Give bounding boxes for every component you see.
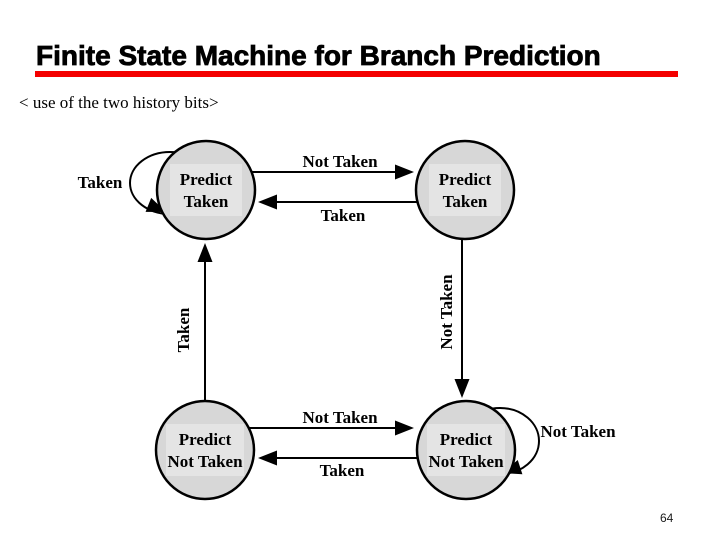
- state-label-top-right-line2: Taken: [443, 192, 488, 211]
- transition-label-top-back: Taken: [321, 206, 366, 225]
- transition-arrowhead-top-back: [258, 194, 277, 210]
- state-inner-box-bottom-right: [427, 424, 505, 476]
- transition-arrowhead-bottom-back: [258, 450, 277, 466]
- state-label-bottom-left-line1: Predict: [179, 430, 232, 449]
- state-label-top-left-line1: Predict: [180, 170, 233, 189]
- transition-label-bottom-back: Taken: [320, 461, 365, 480]
- state-inner-box-top-left: [170, 164, 242, 216]
- state-label-top-left-line2: Taken: [184, 192, 229, 211]
- slide-title: Finite State Machine for Branch Predicti…: [36, 40, 602, 72]
- self-loop-label-bottom-right: Not Taken: [540, 422, 616, 441]
- page-number: 64: [660, 511, 674, 525]
- transition-arrowhead-top-forward: [395, 164, 414, 180]
- transition-arrowhead-bottom-forward: [395, 420, 414, 436]
- transition-arrowhead-left-up: [197, 243, 213, 262]
- transition-label-right-down: Not Taken: [437, 274, 456, 350]
- transition-label-bottom-forward: Not Taken: [302, 408, 378, 427]
- state-label-bottom-left-line2: Not Taken: [167, 452, 243, 471]
- transition-label-top-forward: Not Taken: [302, 152, 378, 171]
- transition-arrowhead-right-down: [454, 379, 470, 398]
- state-inner-box-top-right: [429, 164, 501, 216]
- transition-label-left-up: Taken: [174, 307, 193, 352]
- state-inner-box-bottom-left: [166, 424, 244, 476]
- state-label-bottom-right-line2: Not Taken: [428, 452, 504, 471]
- slide-subtitle: < use of the two history bits>: [19, 93, 219, 112]
- state-label-top-right-line1: Predict: [439, 170, 492, 189]
- title-underline-bar: [35, 71, 678, 77]
- self-loop-label-top-left: Taken: [78, 173, 123, 192]
- state-label-bottom-right-line1: Predict: [440, 430, 493, 449]
